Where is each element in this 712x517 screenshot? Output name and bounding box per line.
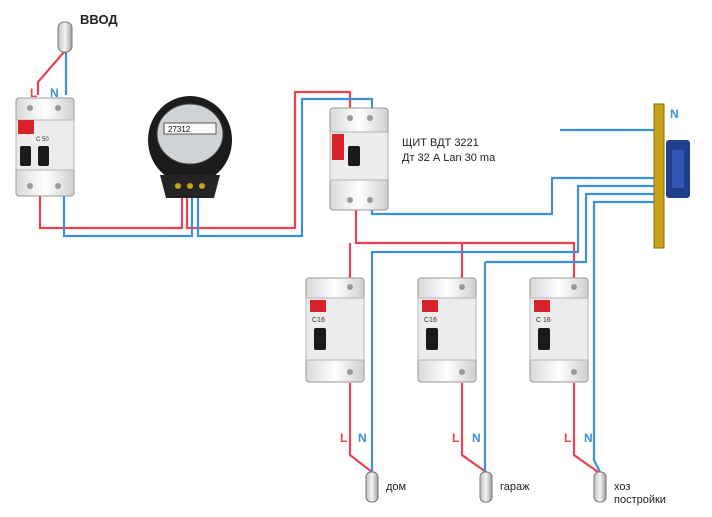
- branch-3-rating: C 16: [536, 317, 551, 324]
- neutral-rcd-to-bus: [370, 176, 662, 216]
- input-neutral-label: N: [50, 86, 59, 100]
- main-breaker: [15, 97, 75, 197]
- branch-breaker-1: [305, 277, 365, 383]
- output-outbuildings-line2: постройки: [614, 494, 666, 506]
- output-outbuildings-line1: хоз: [614, 481, 630, 493]
- electric-meter: [148, 96, 232, 198]
- busbar-neutral-label: N: [670, 107, 679, 121]
- outbuildings-cable-terminal: [593, 471, 607, 503]
- output-garage-label: гараж: [500, 481, 530, 493]
- input-cable-terminal: [57, 21, 73, 53]
- input-phase-label: L: [30, 86, 37, 100]
- out2-phase-label: L: [452, 431, 459, 445]
- neutral-bus-line2: [485, 192, 662, 264]
- rcd-spec: Дт 32 А Lan 30 ma: [402, 152, 496, 164]
- phase-wire-meter-to-rcd: [185, 90, 352, 230]
- phase-wire-input: [36, 51, 65, 95]
- out1-phase-label: L: [340, 431, 347, 445]
- phase-out-2: [460, 383, 487, 473]
- branch-2-rating: C16: [424, 317, 437, 324]
- rcd-device: [329, 107, 389, 211]
- branch-breaker-3: [529, 277, 589, 383]
- house-cable-terminal: [365, 471, 379, 503]
- out2-neutral-label: N: [472, 431, 481, 445]
- neutral-busbar: [653, 103, 690, 249]
- rcd-title: ЩИТ ВДТ 3221: [402, 137, 479, 149]
- out3-phase-label: L: [564, 431, 571, 445]
- branch-1-rating: C16: [312, 317, 325, 324]
- phase-out-3: [572, 383, 599, 473]
- neutral-bus-line1: [370, 184, 662, 256]
- phase-out-1: [348, 383, 373, 473]
- phase-wire-breaker-to-meter: [38, 195, 184, 230]
- neutral-bus-line3: [592, 200, 662, 282]
- output-house-label: дом: [386, 481, 406, 493]
- phase-bus: [354, 210, 576, 280]
- neutral-wires: [62, 52, 662, 473]
- branch-breaker-2: [417, 277, 477, 383]
- meter-reading: 27312: [168, 125, 191, 134]
- out1-neutral-label: N: [358, 431, 367, 445]
- out3-neutral-label: N: [584, 431, 593, 445]
- neutral-wire-meter-to-rcd: [196, 97, 374, 238]
- main-breaker-rating: C 50: [36, 137, 49, 143]
- neutral-out-3: [592, 282, 601, 473]
- neutral-wire-breaker-to-meter: [62, 195, 194, 238]
- input-label: ВВОД: [80, 12, 118, 27]
- garage-cable-terminal: [479, 471, 493, 503]
